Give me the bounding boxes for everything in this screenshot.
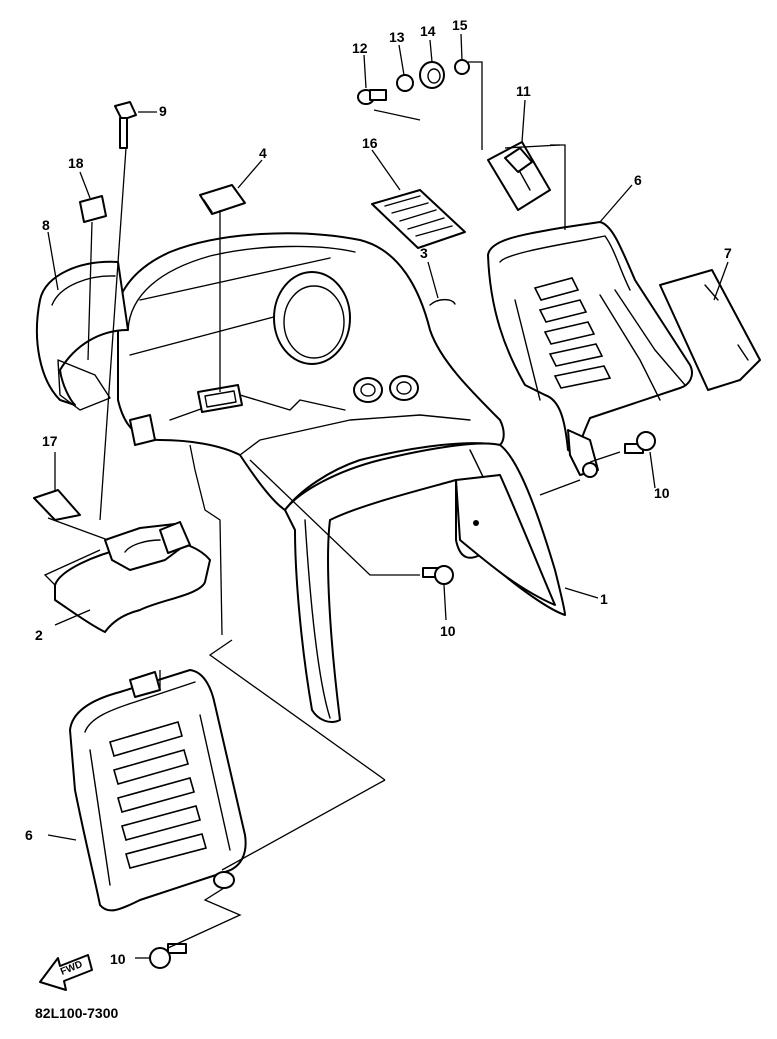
callout-17: 17 — [42, 433, 58, 449]
right-side-cover-part-6 — [487, 221, 693, 478]
plate-part-16 — [371, 189, 466, 249]
drawing-number: 82L100-7300 — [35, 1005, 119, 1021]
callout-10-right: 10 — [654, 485, 670, 501]
callout-6-lower: 6 — [25, 827, 33, 843]
callout-1: 1 — [600, 591, 608, 607]
left-cover-louvers — [109, 721, 207, 869]
callout-14: 14 — [420, 23, 436, 39]
callout-leaders — [47, 33, 729, 959]
callout-18: 18 — [68, 155, 84, 171]
callout-8: 8 — [42, 217, 50, 233]
bolt-part-12 — [357, 89, 387, 105]
callout-3: 3 — [420, 245, 428, 261]
nut-part-13 — [396, 74, 414, 92]
bolt-part-9 — [114, 101, 137, 149]
clip-part-3 — [429, 298, 456, 306]
left-side-cover-part-6 — [69, 669, 247, 912]
callout-10-center: 10 — [440, 623, 456, 639]
left-inner-panel-part-8 — [35, 260, 129, 411]
collar-part-15 — [454, 59, 470, 75]
part-2 — [54, 521, 211, 633]
callout-10-bottom: 10 — [110, 951, 126, 967]
callout-4: 4 — [259, 145, 267, 161]
callout-12: 12 — [352, 40, 368, 56]
callout-7: 7 — [724, 245, 732, 261]
callout-9: 9 — [159, 103, 167, 119]
right-cover-louvers — [533, 277, 612, 389]
bolt-part-10-right — [624, 431, 656, 454]
bolt-part-10-bottom — [149, 943, 187, 969]
bolt-part-10-center — [422, 565, 454, 585]
callout-6-upper: 6 — [634, 172, 642, 188]
callout-16: 16 — [362, 135, 378, 151]
panel-part-7 — [659, 269, 761, 391]
callout-15: 15 — [452, 17, 468, 33]
callout-labels: 1 2 3 4 6 6 7 8 9 10 10 10 11 12 13 14 1… — [25, 17, 732, 967]
grommet-part-14 — [419, 61, 445, 89]
callout-11: 11 — [516, 83, 531, 99]
assembly-lines — [43, 61, 621, 949]
front-cowl-part-1 — [115, 232, 566, 723]
callout-2: 2 — [35, 627, 43, 643]
callout-13: 13 — [389, 29, 405, 45]
forward-direction-arrow: FWD — [39, 954, 93, 991]
damper-part-18 — [79, 195, 107, 223]
pad-part-17 — [33, 489, 81, 521]
clip-part-4 — [199, 184, 246, 215]
socket-part-11 — [487, 141, 551, 211]
